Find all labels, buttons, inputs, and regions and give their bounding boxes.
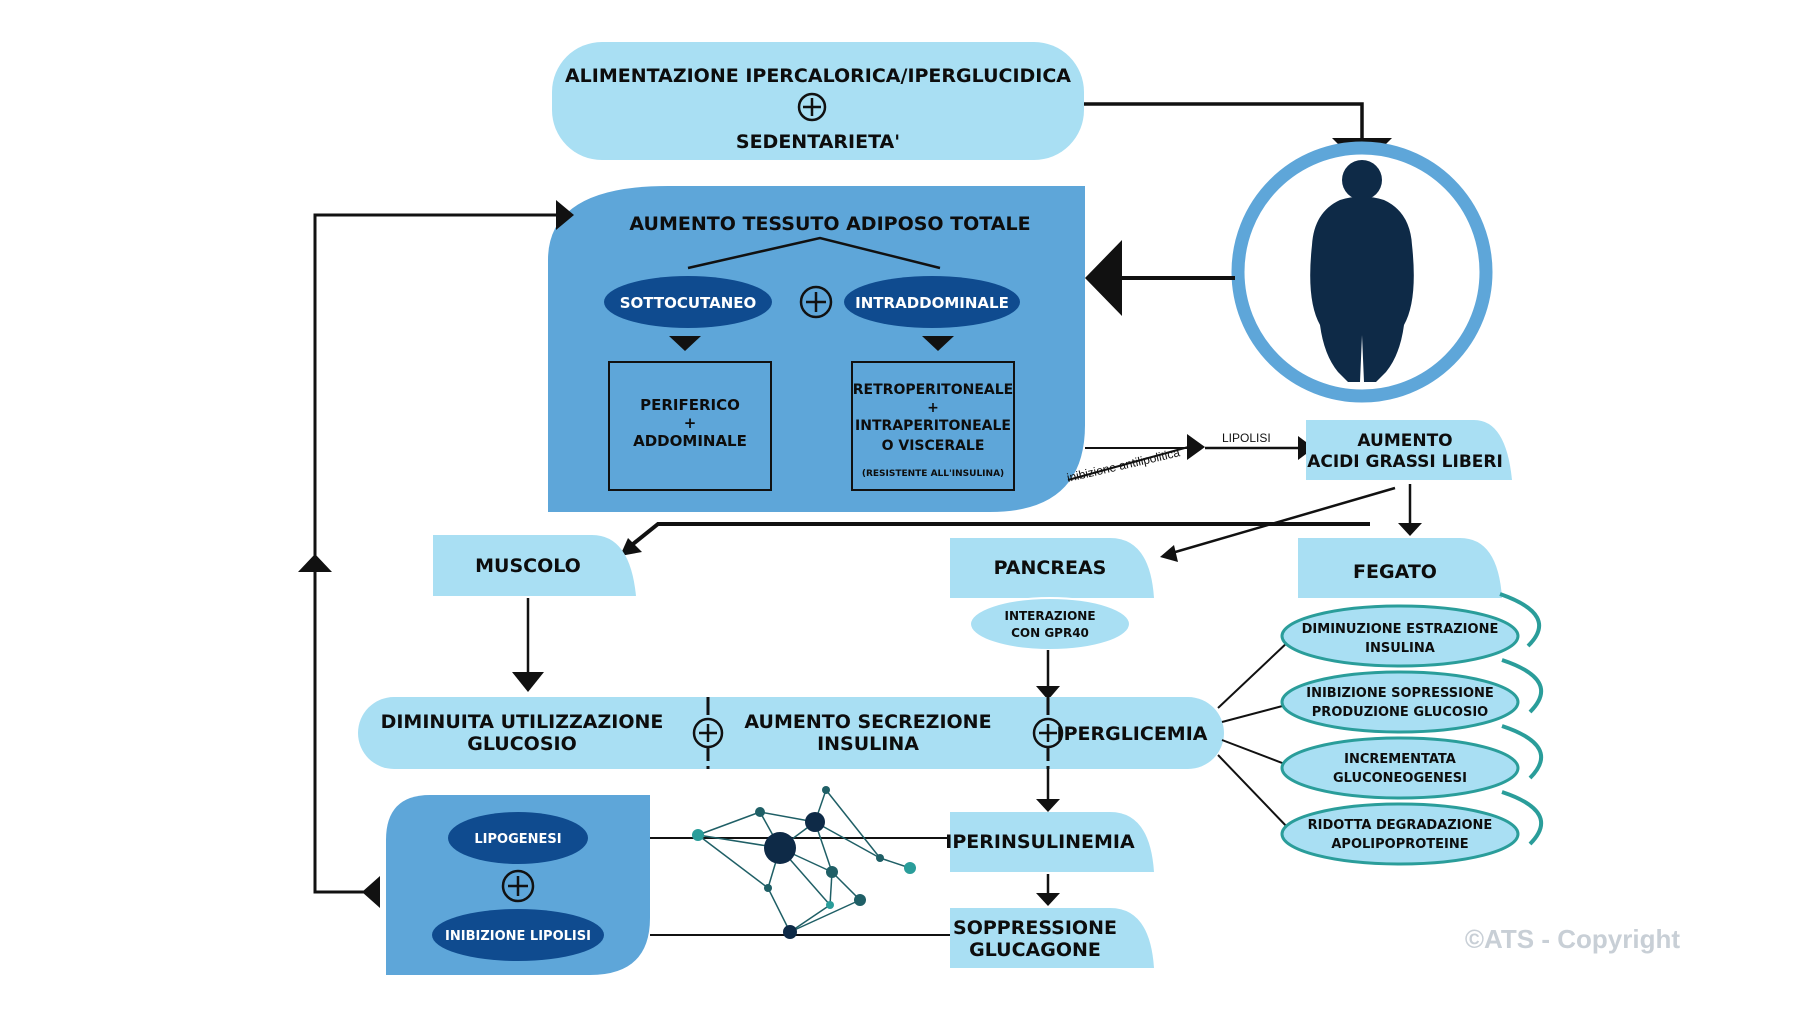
plus-icon — [501, 869, 535, 903]
ffa-line2: ACIDI GRASSI LIBERI — [1307, 452, 1503, 472]
arrowhead-left-icon — [620, 538, 642, 556]
glucagone-line2: GLUCAGONE — [969, 939, 1101, 961]
arrowhead-down-icon — [922, 336, 954, 351]
periferico-box — [608, 361, 772, 491]
iperinsulinemia-tab — [950, 812, 1154, 872]
sottocutaneo-pill — [604, 276, 772, 328]
periferico-line3: ADDOMINALE — [633, 432, 747, 450]
pancreas-label: PANCREAS — [994, 557, 1107, 579]
viscerale-line2: + — [927, 400, 939, 416]
gpr40-line2: CON GPR40 — [1011, 626, 1089, 640]
bar-left-line2: GLUCOSIO — [467, 733, 576, 755]
ffa-box — [1306, 420, 1512, 480]
plus-icon — [692, 717, 724, 749]
liver-effect-2-line2: PRODUZIONE GLUCOSIO — [1312, 705, 1488, 720]
liver-effect-4-line2: APOLIPOPROTEINE — [1331, 837, 1468, 852]
inibizione-label: inibizione antilipolitica — [1066, 445, 1182, 485]
plus-icon — [1032, 717, 1064, 749]
liver-effect: INIBIZIONE SOPRESSIONE PRODUZIONE GLUCOS… — [1280, 670, 1520, 734]
curved-arrow-icon — [1499, 592, 1543, 846]
connector-liver-2 — [1221, 703, 1291, 723]
adipose-title: AUMENTO TESSUTO ADIPOSO TOTALE — [629, 213, 1030, 235]
arrowhead-left-icon — [1160, 545, 1178, 562]
arrowhead-right-icon — [1187, 434, 1205, 460]
intraddominale-label: INTRADDOMINALE — [855, 294, 1009, 312]
arrowhead-down-icon — [1036, 799, 1060, 812]
arrow-diet-to-person — [1084, 102, 1364, 140]
liver-effect: DIMINUZIONE ESTRAZIONE INSULINA — [1280, 604, 1520, 668]
viscerale-line1: RETROPERITONEALE — [853, 382, 1013, 398]
viscerale-box — [851, 361, 1015, 491]
ffa-line1: AUMENTO — [1357, 431, 1452, 451]
connector-liver-4 — [1217, 754, 1291, 831]
bar-middle-line1: AUMENTO SECREZIONE — [744, 711, 991, 733]
gpr40-pill — [969, 597, 1131, 651]
liver-effect-4-line1: RIDOTTA DEGRADAZIONE — [1308, 818, 1493, 833]
network-graphic-icon — [692, 786, 916, 939]
connector-liver-3 — [1221, 739, 1291, 767]
liver-effect-1-line2: INSULINA — [1365, 641, 1435, 656]
copyright-text: ©ATS - Copyright — [1464, 924, 1680, 954]
lipolisi-label: LIPOLISI — [1222, 431, 1271, 445]
arrowhead-right-icon — [556, 200, 574, 230]
lipogenesi-pill — [448, 812, 588, 864]
sottocutaneo-label: SOTTOCUTANEO — [620, 294, 757, 312]
bar-left-line1: DIMINUITA UTILIZZAZIONE — [381, 711, 664, 733]
arrowhead-left-icon — [362, 876, 380, 908]
arrowhead-down-icon — [1036, 686, 1060, 700]
arrowhead-down-icon — [669, 336, 701, 351]
arrow-inibizione — [1067, 445, 1193, 481]
bar-middle-line2: INSULINA — [817, 733, 919, 755]
diet-line2: SEDENTARIETA' — [736, 131, 900, 153]
liver-effect: RIDOTTA DEGRADAZIONE APOLIPOPROTEINE — [1280, 802, 1520, 866]
liver-effect-3-line2: GLUCONEOGENESI — [1333, 771, 1467, 786]
inibizione-lipolisi-label: INIBIZIONE LIPOLISI — [445, 929, 591, 944]
iperinsulinemia-label: IPERINSULINEMIA — [945, 831, 1135, 853]
arrow-ffa-to-pancreas — [1164, 486, 1396, 557]
arrowhead-down-icon — [1036, 893, 1060, 906]
diet-box — [552, 42, 1084, 160]
liver-effect-3-line1: INCREMENTATA — [1344, 752, 1456, 767]
inibizione-lipolisi-pill — [432, 909, 604, 961]
plus-icon — [799, 285, 833, 319]
liver-effect-1-line1: DIMINUZIONE ESTRAZIONE — [1302, 622, 1499, 637]
arrowhead-down-icon — [512, 672, 544, 692]
intraddominale-pill — [844, 276, 1020, 328]
periferico-plus: + — [684, 414, 697, 432]
glucose-bar — [358, 697, 1224, 769]
muscolo-label: MUSCOLO — [475, 555, 581, 577]
plus-icon — [797, 92, 827, 122]
viscerale-note: (RESISTENTE ALL'INSULINA) — [862, 469, 1004, 479]
feedback-loop-line — [313, 213, 560, 894]
muscolo-tab — [433, 535, 636, 596]
arrowhead-up-icon — [298, 554, 332, 572]
liver-effect: INCREMENTATA GLUCONEOGENESI — [1280, 736, 1520, 800]
arrowhead-down-icon — [1398, 523, 1422, 536]
diet-line1: ALIMENTAZIONE IPERCALORICA/IPERGLUCIDICA — [565, 65, 1071, 87]
arrow-ffa-to-muscolo — [626, 522, 1370, 550]
fegato-label: FEGATO — [1353, 561, 1437, 583]
liver-effect-2-line1: INIBIZIONE SOPRESSIONE — [1306, 686, 1494, 701]
arrowhead-left-icon — [1085, 240, 1122, 316]
gpr40-line1: INTERAZIONE — [1004, 609, 1095, 623]
viscerale-line4: O VISCERALE — [882, 438, 985, 454]
glucagone-tab — [950, 908, 1154, 968]
pancreas-tab — [950, 538, 1154, 598]
connector-liver-1 — [1217, 639, 1291, 709]
adipose-branch-lines — [687, 236, 941, 270]
fegato-tab — [1298, 538, 1502, 598]
glucagone-line1: SOPPRESSIONE — [953, 917, 1117, 939]
obese-person-silhouette-icon — [1310, 160, 1414, 382]
viscerale-line3: INTRAPERITONEALE — [855, 418, 1011, 434]
adipose-box — [548, 186, 1085, 512]
lipogenesi-label: LIPOGENESI — [474, 832, 561, 847]
iperglicemia-label: IPERGLICEMIA — [1057, 723, 1208, 745]
periferico-line1: PERIFERICO — [640, 396, 740, 414]
